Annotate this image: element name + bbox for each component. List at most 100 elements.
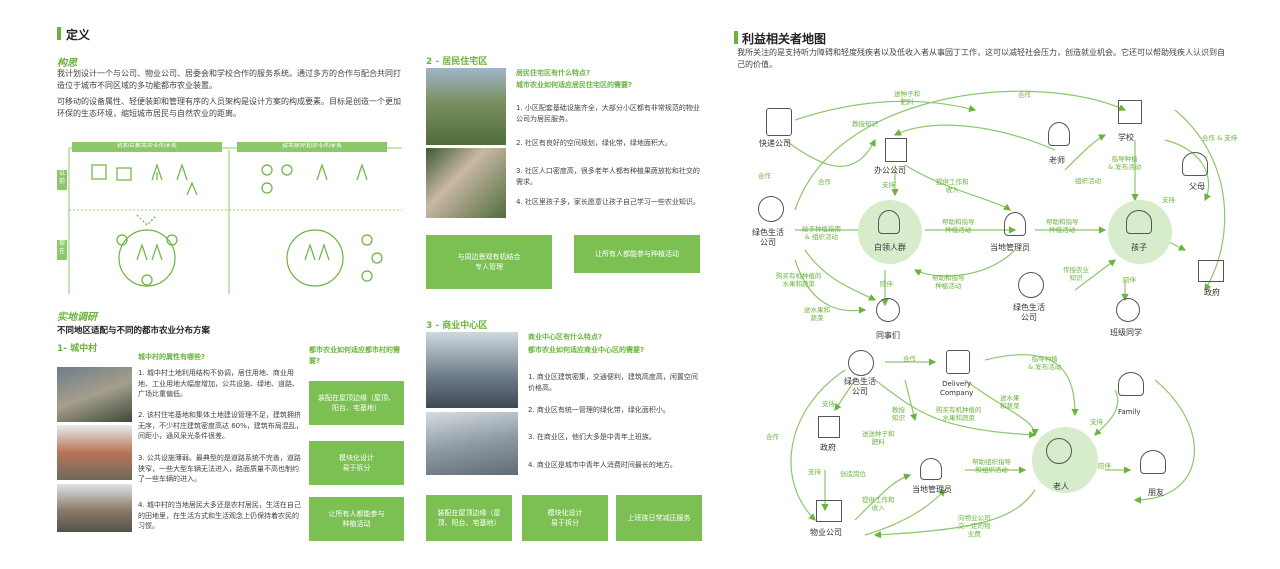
urban-village-photo-1: [57, 367, 132, 422]
urban-village-point-1: 1. 城中村土地利用结构不协调，居住用地、商业用地、工业用地大幅度增加，公共设施…: [138, 369, 299, 398]
m2-node-family: Family: [1118, 408, 1141, 416]
diagram-row-before: 以前: [57, 170, 67, 190]
commercial-question-2: 都市农业如何适应商业中心区的需要?: [528, 346, 645, 354]
node-express: 快递公司: [759, 139, 791, 148]
school-icon: [1118, 100, 1142, 124]
stakeholder-map-connectors: [784, 90, 1226, 539]
m2-edge-buy: 购买有机种植的 水果和蔬菜: [936, 406, 982, 422]
m2-node-government: 政府: [820, 443, 836, 452]
edge-pass-knowledge: 传授农业 知识: [1063, 266, 1089, 282]
friends-icon: [1140, 450, 1166, 474]
node-office: 办公公司: [874, 166, 906, 175]
m2-edge-support-1: 支持: [822, 400, 835, 408]
node-teacher: 老师: [1049, 156, 1065, 165]
edge-support-2: 支持: [1162, 196, 1175, 204]
commercial-title: 3 - 商业中心区: [426, 321, 488, 331]
node-colleagues: 同事们: [876, 331, 900, 340]
commercial-point-2: 2. 商业区有统一管理的绿化带，绿化面积小。: [528, 406, 670, 414]
edge-cooperate-top: 合作: [1018, 91, 1031, 99]
edge-buy-fruits: 购买有机种植的 水果和蔬菜: [776, 272, 822, 288]
children-icon: [1126, 210, 1152, 234]
urban-village-point-2: 2. 该村住宅基地和集体土地建设管理不足，建筑拥挤无序，不少村庄建筑密度高达 6…: [138, 411, 303, 440]
node-green-company-2: 绿色生活 公司: [1013, 303, 1045, 322]
section-marker-right: [734, 31, 738, 44]
m2-edge-cooperate: 合作: [903, 355, 916, 363]
commercial-solution-3: 上班族日常减压服务: [616, 495, 702, 541]
m2-node-property: 物业公司: [810, 528, 842, 537]
m2-node-friends: 朋友: [1148, 488, 1164, 497]
residential-question-2: 城市农业如何适应居民住宅区的需要?: [516, 81, 633, 89]
m2-edge-seeds: 送送种子和 肥料: [862, 430, 895, 446]
node-children: 孩子: [1131, 243, 1147, 252]
m2-edge-support-2: 支持: [1090, 418, 1103, 426]
residential-question-1: 居民住宅区有什么特点?: [516, 69, 591, 77]
edge-knowledge: 教授知识: [852, 120, 878, 128]
urban-village-point-4: 4. 城中村的当地居民大多还是农村居民，生活在自己的田地里，在生活方式和生活观念…: [138, 501, 301, 530]
section-marker: [57, 27, 61, 40]
m2-edge-coop-left: 合作: [766, 433, 779, 441]
research-heading: 实地调研: [57, 312, 97, 323]
local-manager-icon: [1004, 212, 1026, 236]
urban-village-question-2: 都市农业如何适应都市村的需要?: [309, 346, 400, 365]
residential-point-4: 4. 社区里孩子多，家长愿意让孩子自己学习一些农业知识。: [516, 198, 700, 206]
diagram-head-right: 城市居民和农业的关系: [237, 142, 387, 152]
node-school: 学校: [1118, 133, 1134, 142]
urban-village-title: 1- 城中村: [57, 344, 98, 354]
residential-point-1: 1. 小区配套基础设施齐全，大部分小区都有非常规范的物业公司为居民服务。: [516, 104, 700, 123]
parents-icon: [1182, 152, 1208, 176]
commercial-photo-1: [426, 332, 518, 408]
commercial-photo-2: [426, 412, 518, 475]
node-parents: 父母: [1189, 182, 1205, 191]
residential-point-2: 2. 社区有良好的空间规划，绿化带，绿地面积大。: [516, 139, 672, 147]
edge-guide-plant: 指导种植 & 发布活动: [1108, 155, 1142, 171]
relationship-diagram: 机构与都市农业的关系 城市居民和农业的关系 以前 现在: [57, 140, 402, 294]
property-icon: [816, 500, 842, 522]
m2-edge-job: 提供工作和 收入: [862, 496, 895, 512]
residential-title: 2 - 居民住宅区: [426, 57, 488, 67]
urban-village-solution-1: 装配在屋顶边缘（屋顶、阳台、宅基地）: [309, 381, 404, 425]
family-icon: [1118, 372, 1144, 396]
classmates-icon: [1116, 298, 1140, 322]
m2-edge-pay: 向物业公司 交一定的物 业费: [958, 514, 991, 538]
teacher-icon: [1048, 122, 1070, 146]
edge-seeds: 送种子和 肥料: [894, 90, 920, 106]
m2-node-delivery: Delivery Company: [940, 380, 974, 397]
m2-node-elderly: 老人: [1053, 482, 1069, 491]
m2-edge-knowledge: 教授 知识: [892, 406, 905, 422]
residential-photo-2: [426, 148, 506, 218]
delivery-icon: [946, 350, 970, 374]
urban-village-photo-3: [57, 484, 132, 532]
diagram-row-now: 现在: [57, 240, 67, 260]
diagram-head-left: 机构与都市农业的关系: [72, 142, 222, 152]
urban-village-solution-3: 让所有人都能参与 种植活动: [309, 497, 404, 541]
commercial-question-1: 商业中心区有什么特点?: [528, 333, 603, 341]
edge-job: 提供工作和 收入: [936, 178, 969, 194]
commercial-point-4: 4. 商业区是城市中青年人消费时间最长的地方。: [528, 461, 677, 469]
edge-cooperate-1: 合作: [818, 178, 831, 186]
node-green-company: 绿色生活 公司: [752, 228, 784, 247]
green-company-2-icon: [1018, 272, 1044, 298]
residential-solution-2: 让所有人都能参与种植活动: [574, 235, 700, 273]
green-company-icon-2: [848, 350, 874, 376]
research-subheading: 不同地区适配与不同的都市农业分布方案: [57, 326, 211, 336]
government-icon: [1198, 260, 1224, 282]
concept-heading: 构思: [57, 58, 77, 69]
stakeholder-map-title: 利益相关者地图: [742, 32, 827, 46]
concept-paragraph-2: 可移动的设备属性、轻便装卸和管理有序的人员架构是设计方案的构成要素。目标是创造一…: [57, 97, 401, 118]
edge-help-organize: 帮助和指导 种植活动: [942, 218, 975, 234]
commercial-solution-1: 装配在屋顶边缘（屋顶、阳台、宅基地）: [426, 495, 512, 541]
edge-coop-support: 合作 & 支持: [1202, 134, 1238, 142]
definition-title: 定义: [66, 28, 91, 42]
building-icon: [885, 138, 907, 162]
local-manager-icon-2: [920, 458, 942, 480]
m2-node-green-company: 绿色生活 公司: [844, 377, 876, 396]
stakeholder-intro: 我所关注的是支持听力障碍和轻度残疾者以及低收入者从事园丁工作，这可以减轻社会压力…: [737, 48, 1225, 69]
m2-edge-send-fruit: 送水果 和蔬菜: [1000, 394, 1020, 410]
node-classmates: 班级同学: [1110, 328, 1142, 337]
concept-paragraph-1: 我计划设计一个与公司、物业公司、居委会和学校合作的服务系统。通过多方的合作与配合…: [57, 69, 401, 90]
edge-accompany-2: 陪伴: [1123, 276, 1136, 284]
edge-help-organize-2: 帮助和指导 种植活动: [1046, 218, 1079, 234]
m2-edge-guide: 指导种植 & 发布活动: [1028, 355, 1062, 371]
m2-edge-help-guide: 帮助组织指导 和组织活动: [972, 458, 1011, 474]
node-white-collar: 白领人群: [874, 243, 906, 252]
